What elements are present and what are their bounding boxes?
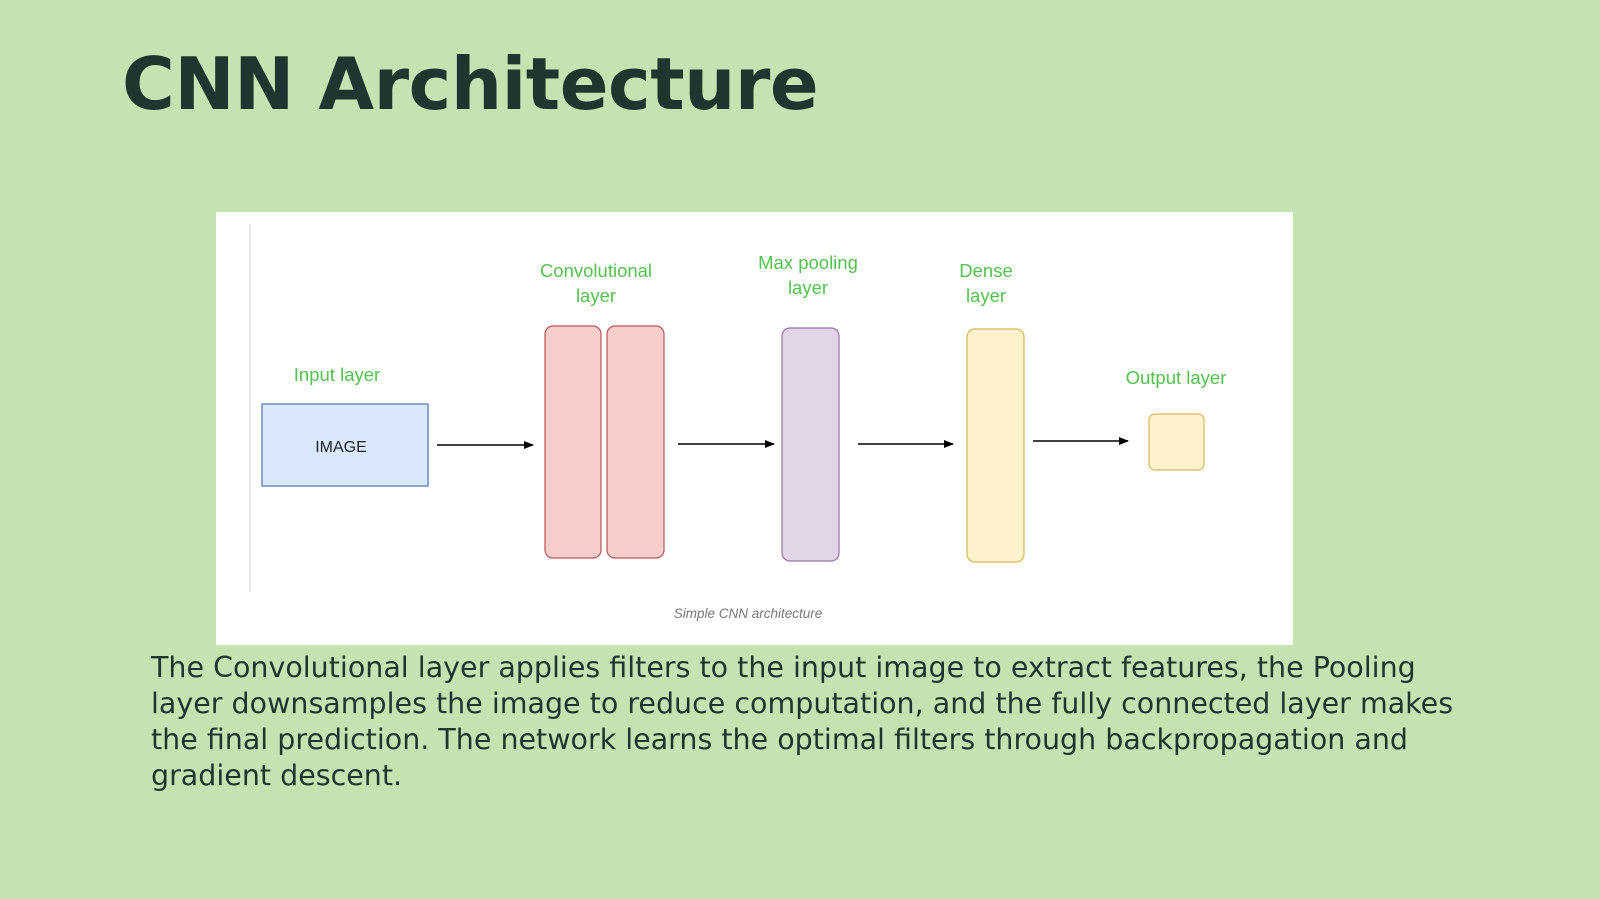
input-image-box-text: IMAGE [315,439,367,456]
dense-layer-label-line1: Dense [959,260,1012,281]
conv-filter-block-2 [606,325,665,559]
output-layer-block [1148,413,1205,471]
cnn-diagram-figure: Input layer IMAGE Convolutional layer Ma… [216,212,1293,645]
pool-layer-label-line1: Max pooling [758,252,858,273]
cnn-diagram: Input layer IMAGE Convolutional layer Ma… [249,224,1227,621]
slide-title: CNN Architecture [122,42,819,126]
pool-layer-block [781,327,840,562]
conv-filter-block-1 [544,325,602,559]
input-image-box [261,403,429,487]
output-layer-label: Output layer [1126,367,1227,388]
figure-caption: Simple CNN architecture [674,606,823,621]
conv-layer-label-line1: Convolutional [540,260,652,281]
dense-layer-block [966,328,1025,563]
input-layer-label: Input layer [294,364,380,385]
slide-body-text: The Convolutional layer applies filters … [151,651,1454,792]
conv-layer-label-line2: layer [576,285,616,306]
dense-layer-label-line2: layer [966,285,1006,306]
pool-layer-label-line2: layer [788,277,828,298]
